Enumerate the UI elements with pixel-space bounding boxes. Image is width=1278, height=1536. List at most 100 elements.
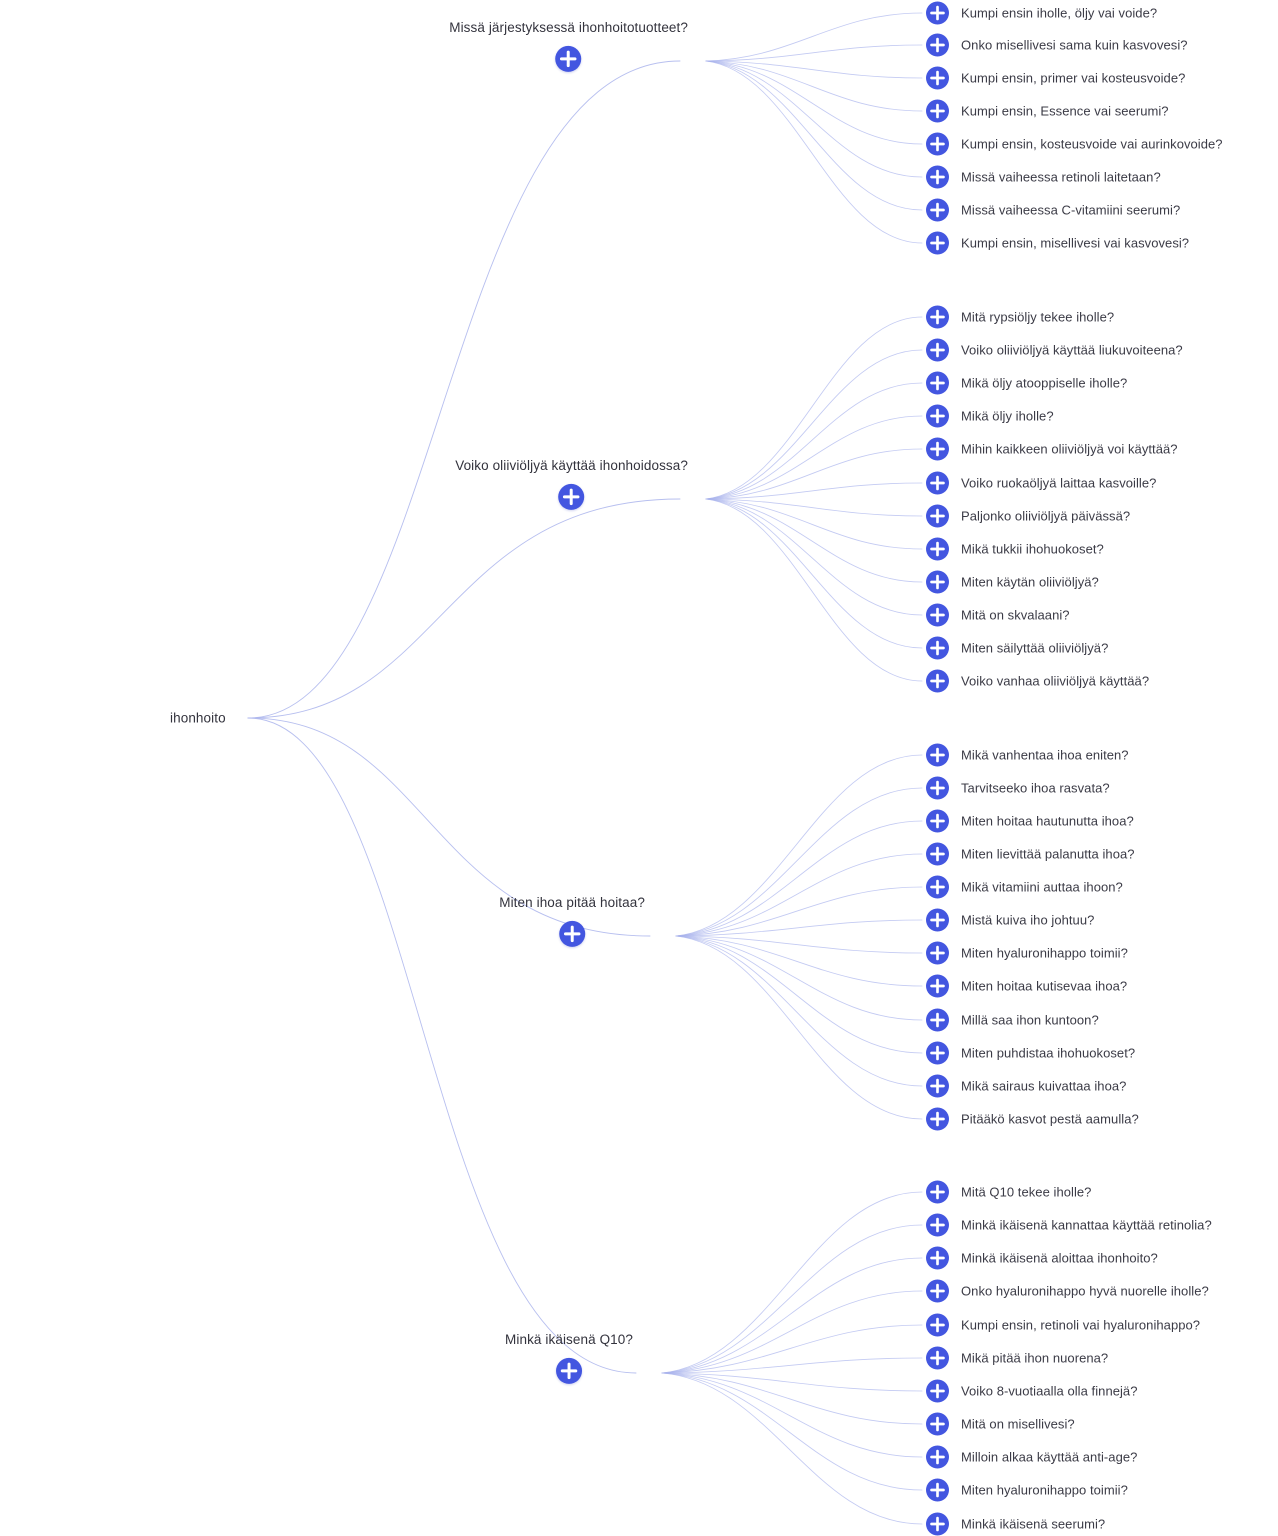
leaf-label[interactable]: Miten lievittää palanutta ihoa? [961, 846, 1135, 862]
root-node-label[interactable]: ihonhoito [170, 710, 226, 726]
leaf-label[interactable]: Voiko ruokaöljyä laittaa kasvoille? [961, 475, 1157, 491]
plus-icon [926, 1181, 949, 1204]
leaf-label[interactable]: Voiko oliiviöljyä käyttää liukuvoiteena? [961, 342, 1183, 358]
leaf-expand-button[interactable] [926, 974, 949, 998]
leaf-label[interactable]: Onko hyaluronihappo hyvä nuorelle iholle… [961, 1283, 1209, 1299]
leaf-expand-button[interactable] [926, 669, 949, 693]
leaf-expand-button[interactable] [926, 842, 949, 866]
leaf-label[interactable]: Kumpi ensin iholle, öljy vai voide? [961, 5, 1158, 21]
leaf-expand-button[interactable] [926, 743, 949, 767]
leaf-label[interactable]: Mikä öljy atooppiselle iholle? [961, 375, 1128, 391]
plus-icon [926, 1042, 949, 1065]
leaf-label[interactable]: Mikä sairaus kuivattaa ihoa? [961, 1078, 1127, 1094]
leaf-expand-button[interactable] [926, 875, 949, 899]
branch-label[interactable]: Voiko oliiviöljyä käyttää ihonhoidossa? [455, 457, 688, 473]
leaf-label[interactable]: Miten hoitaa kutisevaa ihoa? [961, 978, 1128, 994]
leaf-label[interactable]: Miten hyaluronihappo toimii? [961, 1482, 1128, 1498]
leaf-label[interactable]: Kumpi ensin, kosteusvoide vai aurinkovoi… [961, 136, 1223, 152]
leaf-expand-button[interactable] [926, 1041, 949, 1065]
leaf-expand-button[interactable] [926, 1213, 949, 1237]
branch-label[interactable]: Missä järjestyksessä ihonhoitotuotteet? [449, 19, 688, 35]
leaf-expand-button[interactable] [926, 941, 949, 965]
leaf-label[interactable]: Miten puhdistaa ihohuokoset? [961, 1045, 1136, 1061]
leaf-expand-button[interactable] [926, 1379, 949, 1403]
leaf-label[interactable]: Miten hyaluronihappo toimii? [961, 945, 1128, 961]
leaf-label[interactable]: Mitä Q10 tekee iholle? [961, 1184, 1092, 1200]
leaf-label[interactable]: Mikä vanhentaa ihoa eniten? [961, 747, 1129, 763]
leaf-expand-button[interactable] [926, 1107, 949, 1131]
leaf-expand-button[interactable] [926, 1478, 949, 1502]
leaf-expand-button[interactable] [926, 132, 949, 156]
leaf-label[interactable]: Miten säilyttää oliiviöljyä? [961, 640, 1109, 656]
branch-expand-button[interactable] [558, 484, 585, 511]
leaf-expand-button[interactable] [926, 504, 949, 528]
leaf-expand-button[interactable] [926, 1279, 949, 1303]
leaf-label[interactable]: Mikä tukkii ihohuokoset? [961, 541, 1104, 557]
leaf-label[interactable]: Voiko vanhaa oliiviöljyä käyttää? [961, 673, 1150, 689]
leaf-expand-button[interactable] [926, 776, 949, 800]
leaf-label[interactable]: Mikä vitamiini auttaa ihoon? [961, 879, 1123, 895]
branch-label[interactable]: Miten ihoa pitää hoitaa? [499, 894, 645, 910]
leaf-expand-button[interactable] [926, 603, 949, 627]
leaf-expand-button[interactable] [926, 1008, 949, 1032]
leaf-expand-button[interactable] [926, 198, 949, 222]
leaf-expand-button[interactable] [926, 471, 949, 495]
leaf-label[interactable]: Kumpi ensin, retinoli vai hyaluronihappo… [961, 1317, 1201, 1333]
leaf-label[interactable]: Kumpi ensin, misellivesi vai kasvovesi? [961, 235, 1190, 251]
leaf-expand-button[interactable] [926, 570, 949, 594]
leaf-expand-button[interactable] [926, 1412, 949, 1436]
leaf-expand-button[interactable] [926, 1313, 949, 1337]
leaf-expand-button[interactable] [926, 33, 949, 57]
leaf-label[interactable]: Onko misellivesi sama kuin kasvovesi? [961, 37, 1188, 53]
leaf-expand-button[interactable] [926, 809, 949, 833]
leaf-node: Voiko 8-vuotiaalla olla finnejä? [926, 1379, 1138, 1403]
leaf-expand-button[interactable] [926, 636, 949, 660]
leaf-label[interactable]: Mitä on skvalaani? [961, 607, 1070, 623]
leaf-expand-button[interactable] [926, 537, 949, 561]
leaf-expand-button[interactable] [926, 1246, 949, 1270]
leaf-expand-button[interactable] [926, 305, 949, 329]
leaf-expand-button[interactable] [926, 1074, 949, 1098]
branch-label[interactable]: Minkä ikäisenä Q10? [505, 1331, 633, 1347]
leaf-label[interactable]: Missä vaiheessa retinoli laitetaan? [961, 169, 1161, 185]
leaf-label[interactable]: Pitääkö kasvot pestä aamulla? [961, 1111, 1139, 1127]
leaf-label[interactable]: Mihin kaikkeen oliiviöljyä voi käyttää? [961, 441, 1178, 457]
leaf-expand-button[interactable] [926, 908, 949, 932]
leaf-label[interactable]: Mitä rypsiöljy tekee iholle? [961, 309, 1115, 325]
leaf-expand-button[interactable] [926, 1180, 949, 1204]
leaf-expand-button[interactable] [926, 437, 949, 461]
leaf-label[interactable]: Minkä ikäisenä aloittaa ihonhoito? [961, 1250, 1158, 1266]
branch-expand-button[interactable] [559, 921, 586, 948]
leaf-label[interactable]: Minkä ikäisenä kannattaa käyttää retinol… [961, 1217, 1212, 1233]
leaf-expand-button[interactable] [926, 99, 949, 123]
leaf-expand-button[interactable] [926, 1346, 949, 1370]
leaf-expand-button[interactable] [926, 165, 949, 189]
leaf-label[interactable]: Miten käytän oliiviöljyä? [961, 574, 1099, 590]
leaf-label[interactable]: Mikä pitää ihon nuorena? [961, 1350, 1109, 1366]
leaf-expand-button[interactable] [926, 1445, 949, 1469]
plus-icon [926, 604, 949, 627]
leaf-label[interactable]: Paljonko oliiviöljyä päivässä? [961, 508, 1131, 524]
branch-expand-button[interactable] [555, 46, 582, 73]
leaf-expand-button[interactable] [926, 338, 949, 362]
leaf-expand-button[interactable] [926, 1, 949, 25]
leaf-expand-button[interactable] [926, 231, 949, 255]
branch-expand-button[interactable] [556, 1358, 583, 1385]
leaf-label[interactable]: Voiko 8-vuotiaalla olla finnejä? [961, 1383, 1138, 1399]
leaf-expand-button[interactable] [926, 1512, 949, 1536]
leaf-label[interactable]: Milloin alkaa käyttää anti-age? [961, 1449, 1138, 1465]
leaf-label[interactable]: Minkä ikäisenä seerumi? [961, 1516, 1106, 1532]
leaf-node: Mitä Q10 tekee iholle? [926, 1180, 1092, 1204]
leaf-expand-button[interactable] [926, 66, 949, 90]
leaf-label[interactable]: Missä vaiheessa C-vitamiini seerumi? [961, 202, 1181, 218]
leaf-label[interactable]: Mistä kuiva iho johtuu? [961, 912, 1095, 928]
leaf-label[interactable]: Mikä öljy iholle? [961, 408, 1054, 424]
leaf-label[interactable]: Miten hoitaa hautunutta ihoa? [961, 813, 1134, 829]
leaf-label[interactable]: Tarvitseeko ihoa rasvata? [961, 780, 1110, 796]
leaf-label[interactable]: Kumpi ensin, Essence vai seerumi? [961, 103, 1169, 119]
leaf-expand-button[interactable] [926, 371, 949, 395]
leaf-label[interactable]: Kumpi ensin, primer vai kosteusvoide? [961, 70, 1186, 86]
leaf-label[interactable]: Mitä on misellivesi? [961, 1416, 1075, 1432]
leaf-label[interactable]: Millä saa ihon kuntoon? [961, 1012, 1099, 1028]
leaf-expand-button[interactable] [926, 404, 949, 428]
